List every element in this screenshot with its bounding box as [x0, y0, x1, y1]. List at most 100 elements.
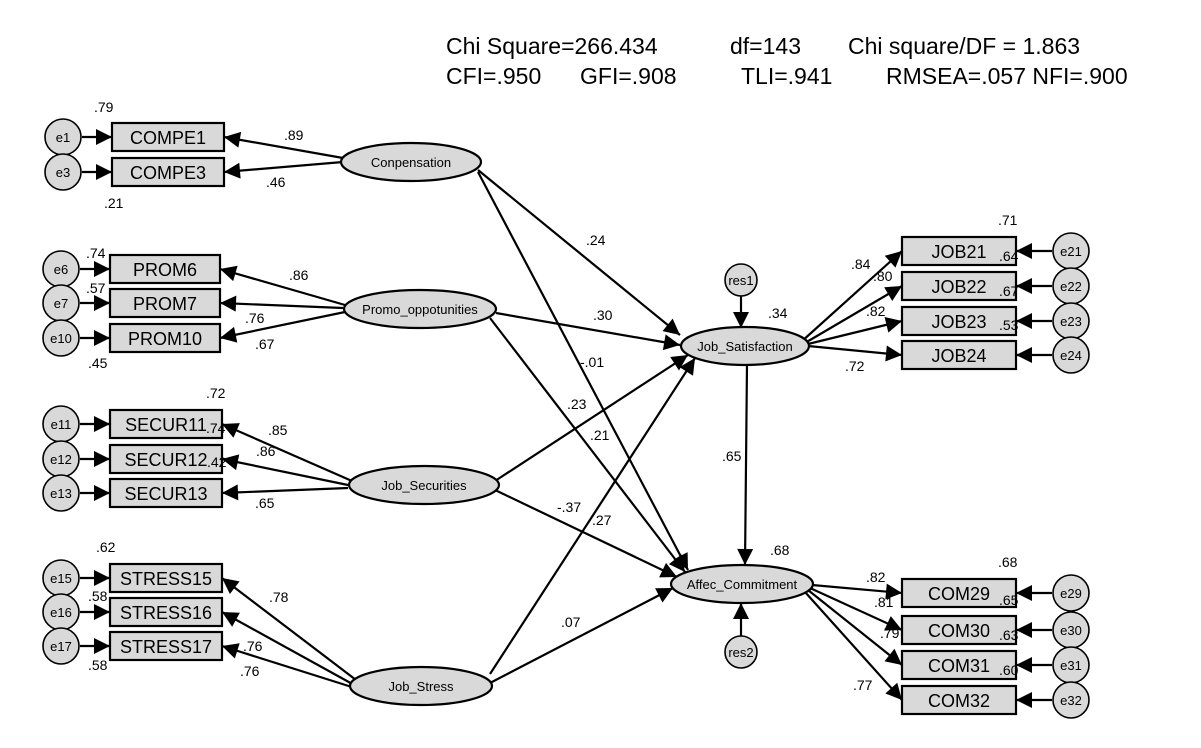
indicator-box-job21	[900, 235, 1018, 267]
error-terms-right: e21 e22 e23 e24 e29 e30 e31 e32	[1052, 232, 1090, 719]
indicator-box-secur12	[108, 443, 224, 475]
loading-label-job21: .84	[851, 256, 871, 272]
indicator-label-prom7: PROM7	[133, 294, 197, 314]
indicator-label-secur12: SECUR12	[124, 450, 207, 470]
structural-paths	[477, 169, 754, 684]
gfi-stat: GFI=.908	[580, 63, 677, 89]
loading-label-compe3: .46	[266, 174, 286, 190]
path-satisfaction-job21	[800, 250, 903, 343]
loading-label-secur12: .86	[256, 443, 276, 459]
r2-label-prom6: .74	[86, 245, 106, 261]
path-promotion-satisfaction	[495, 311, 681, 351]
r2-label-secur11: .72	[206, 385, 226, 401]
r2-label-commitment: .68	[770, 542, 790, 558]
coef-label-sec-sat: .21	[590, 427, 610, 443]
indicators-right: JOB21 JOB22 JOB23 JOB24 COM29 COM30 COM3…	[900, 235, 1018, 716]
indicator-box-prom10	[108, 322, 222, 354]
path-promotion-commitment	[489, 317, 686, 573]
indicator-label-com32: COM32	[928, 691, 990, 711]
r2-label-compe3: .21	[104, 195, 124, 211]
error-label-e1: e1	[56, 130, 70, 145]
indicator-label-job24: JOB24	[931, 346, 986, 366]
indicators-left: COMPE1 COMPE3 PROM6 PROM7 PROM10 SECUR11…	[108, 121, 226, 662]
cfi-stat: CFI=.950	[446, 63, 541, 89]
r2-label-stress15: .62	[96, 539, 116, 555]
indicator-box-stress17	[108, 630, 224, 662]
indicator-box-job24	[900, 339, 1018, 371]
coef-label-str-com: .07	[561, 614, 581, 630]
indicator-box-com30	[900, 614, 1018, 646]
loading-label-compe1: .89	[284, 127, 304, 143]
latent-node-security	[347, 464, 501, 506]
indicator-label-stress15: STRESS15	[120, 569, 212, 589]
path-compensation-compe3	[223, 160, 344, 179]
indicator-label-stress17: STRESS17	[120, 637, 212, 657]
r2-label-secur13: .42	[207, 454, 227, 470]
loading-label-prom10: .67	[255, 336, 275, 352]
r2-label-prom7: .57	[86, 280, 106, 296]
residual-node-res2	[724, 635, 758, 669]
loading-label-com32: .77	[853, 677, 873, 693]
error-node-e13	[42, 474, 80, 512]
loading-label-job24: .72	[845, 358, 865, 374]
error-node-e17	[42, 627, 80, 665]
error-label-e15: e15	[50, 571, 72, 586]
path-stress-commitment	[489, 587, 674, 684]
loading-label-com30: .81	[874, 594, 894, 610]
indicator-box-compe3	[110, 156, 226, 188]
r2-label-compe1: .79	[94, 99, 114, 115]
indicator-label-compe1: COMPE1	[130, 128, 206, 148]
loading-label-prom6: .86	[289, 267, 309, 283]
latent-label-security: Job_Securities	[381, 478, 467, 493]
error-label-e12: e12	[50, 452, 72, 467]
chi-df-ratio-stat: Chi square/DF = 1.863	[848, 33, 1080, 59]
path-satisfaction-job23	[807, 317, 903, 346]
error-terms-left: e1 e3 e6 e7 e10 e11 e12 e13 e15 e16 e17	[42, 118, 82, 665]
latent-node-promotion	[342, 288, 498, 330]
path-commitment-com29	[811, 583, 903, 600]
path-promotion-prom10	[219, 310, 346, 343]
loading-label-secur11: .85	[268, 422, 288, 438]
loading-label-stress15: .78	[269, 589, 289, 605]
path-promotion-prom6	[219, 265, 346, 307]
latent-label-commitment: Affec_Commitment	[687, 577, 798, 592]
r2-label-com31: .63	[999, 627, 1019, 643]
indicator-label-job23: JOB23	[931, 312, 986, 332]
error-label-e13: e13	[50, 486, 72, 501]
chi-square-stat: Chi Square=266.434	[446, 33, 658, 59]
path-satisfaction-job22	[804, 285, 903, 344]
indicator-label-secur11: SECUR11	[125, 415, 207, 435]
path-security-secur12	[221, 454, 349, 487]
r2-label-prom10: .45	[88, 355, 108, 371]
latent-node-compensation	[339, 141, 483, 183]
r2-label-stress16: .58	[88, 588, 108, 604]
error-label-e7: e7	[54, 296, 68, 311]
indicator-label-job21: JOB21	[931, 242, 986, 262]
tli-stat: TLI=.941	[741, 63, 832, 89]
loading-label-job23: .82	[866, 303, 886, 319]
error-label-e3: e3	[56, 165, 70, 180]
r2-label-job21: .71	[998, 212, 1018, 228]
indicator-box-stress15	[108, 562, 224, 594]
error-node-e32	[1052, 681, 1090, 719]
path-security-secur13	[221, 484, 349, 501]
fit-statistics: Chi Square=266.434 df=143 Chi square/DF …	[446, 33, 1128, 89]
path-satisfaction-job24	[807, 344, 903, 362]
indicator-box-com31	[900, 649, 1018, 681]
r2-label-job22: .64	[999, 248, 1019, 264]
path-stress-stress15	[221, 577, 361, 684]
r2-label-com30: .65	[999, 592, 1019, 608]
latent-node-stress	[348, 665, 494, 707]
latent-node-commitment	[669, 563, 815, 605]
r2-label-stress17: .58	[88, 657, 108, 673]
error-label-e6: e6	[54, 262, 68, 277]
error-node-e24	[1052, 336, 1090, 374]
loading-labels: .89 .46 .86 .76 .67 .85 .86 .65 .78 .76 …	[240, 127, 900, 693]
error-node-e29	[1052, 574, 1090, 612]
loading-label-com29: .82	[866, 569, 886, 585]
error-label-e22: e22	[1060, 279, 1082, 294]
error-label-e17: e17	[50, 639, 72, 654]
error-label-e21: e21	[1060, 244, 1082, 259]
indicator-box-stress16	[108, 596, 224, 628]
